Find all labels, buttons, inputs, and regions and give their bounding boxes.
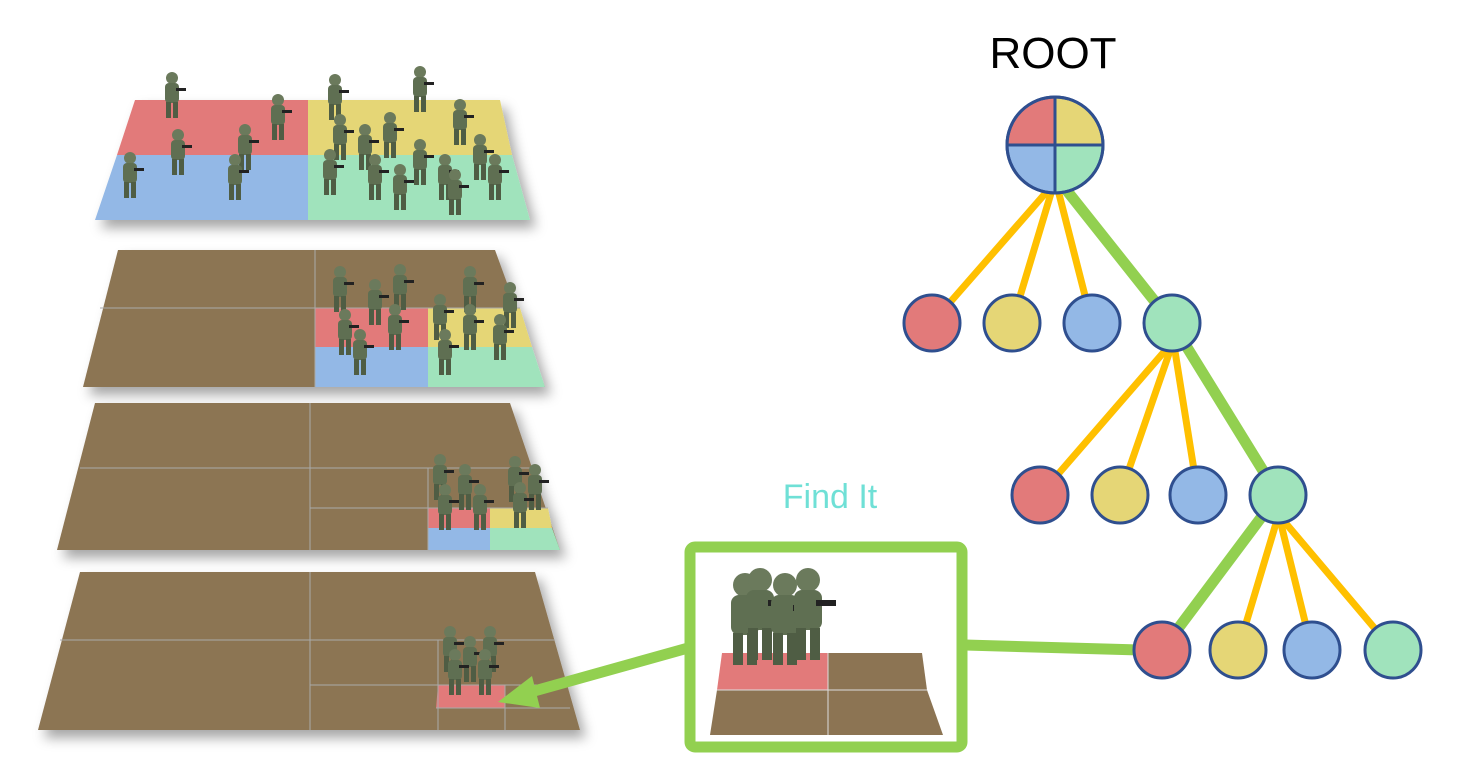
quadtree-level-4 <box>38 572 580 730</box>
node-yellow <box>1090 465 1150 525</box>
node-red <box>1010 465 1070 525</box>
root-label: ROOT <box>989 29 1116 78</box>
quadrant-red <box>117 100 308 155</box>
arrowhead-icon <box>498 676 540 708</box>
quadtree-level-3 <box>57 403 560 550</box>
node-red-found <box>1132 620 1192 680</box>
node-green <box>1142 293 1202 353</box>
quadrant-blue <box>428 528 490 550</box>
quadrant-blue <box>95 155 308 220</box>
node-green <box>1248 465 1308 525</box>
find-it-label: Find It <box>783 478 878 516</box>
quadrant-red-target <box>436 685 505 708</box>
node-blue <box>1282 620 1342 680</box>
node-blue <box>1062 293 1122 353</box>
result-arrow <box>514 642 694 701</box>
root-node <box>1005 95 1105 195</box>
node-yellow <box>982 293 1042 353</box>
quadtree-level-2 <box>83 250 545 387</box>
node-green <box>1363 620 1423 680</box>
node-blue <box>1168 465 1228 525</box>
node-yellow <box>1208 620 1268 680</box>
found-cell-box <box>684 541 968 753</box>
quadrant-green <box>490 528 560 550</box>
search-path <box>514 176 1285 701</box>
tree-nodes <box>902 293 1423 680</box>
node-red <box>902 293 962 353</box>
quadrant-green <box>428 347 545 387</box>
quadrant-blue <box>315 347 428 387</box>
